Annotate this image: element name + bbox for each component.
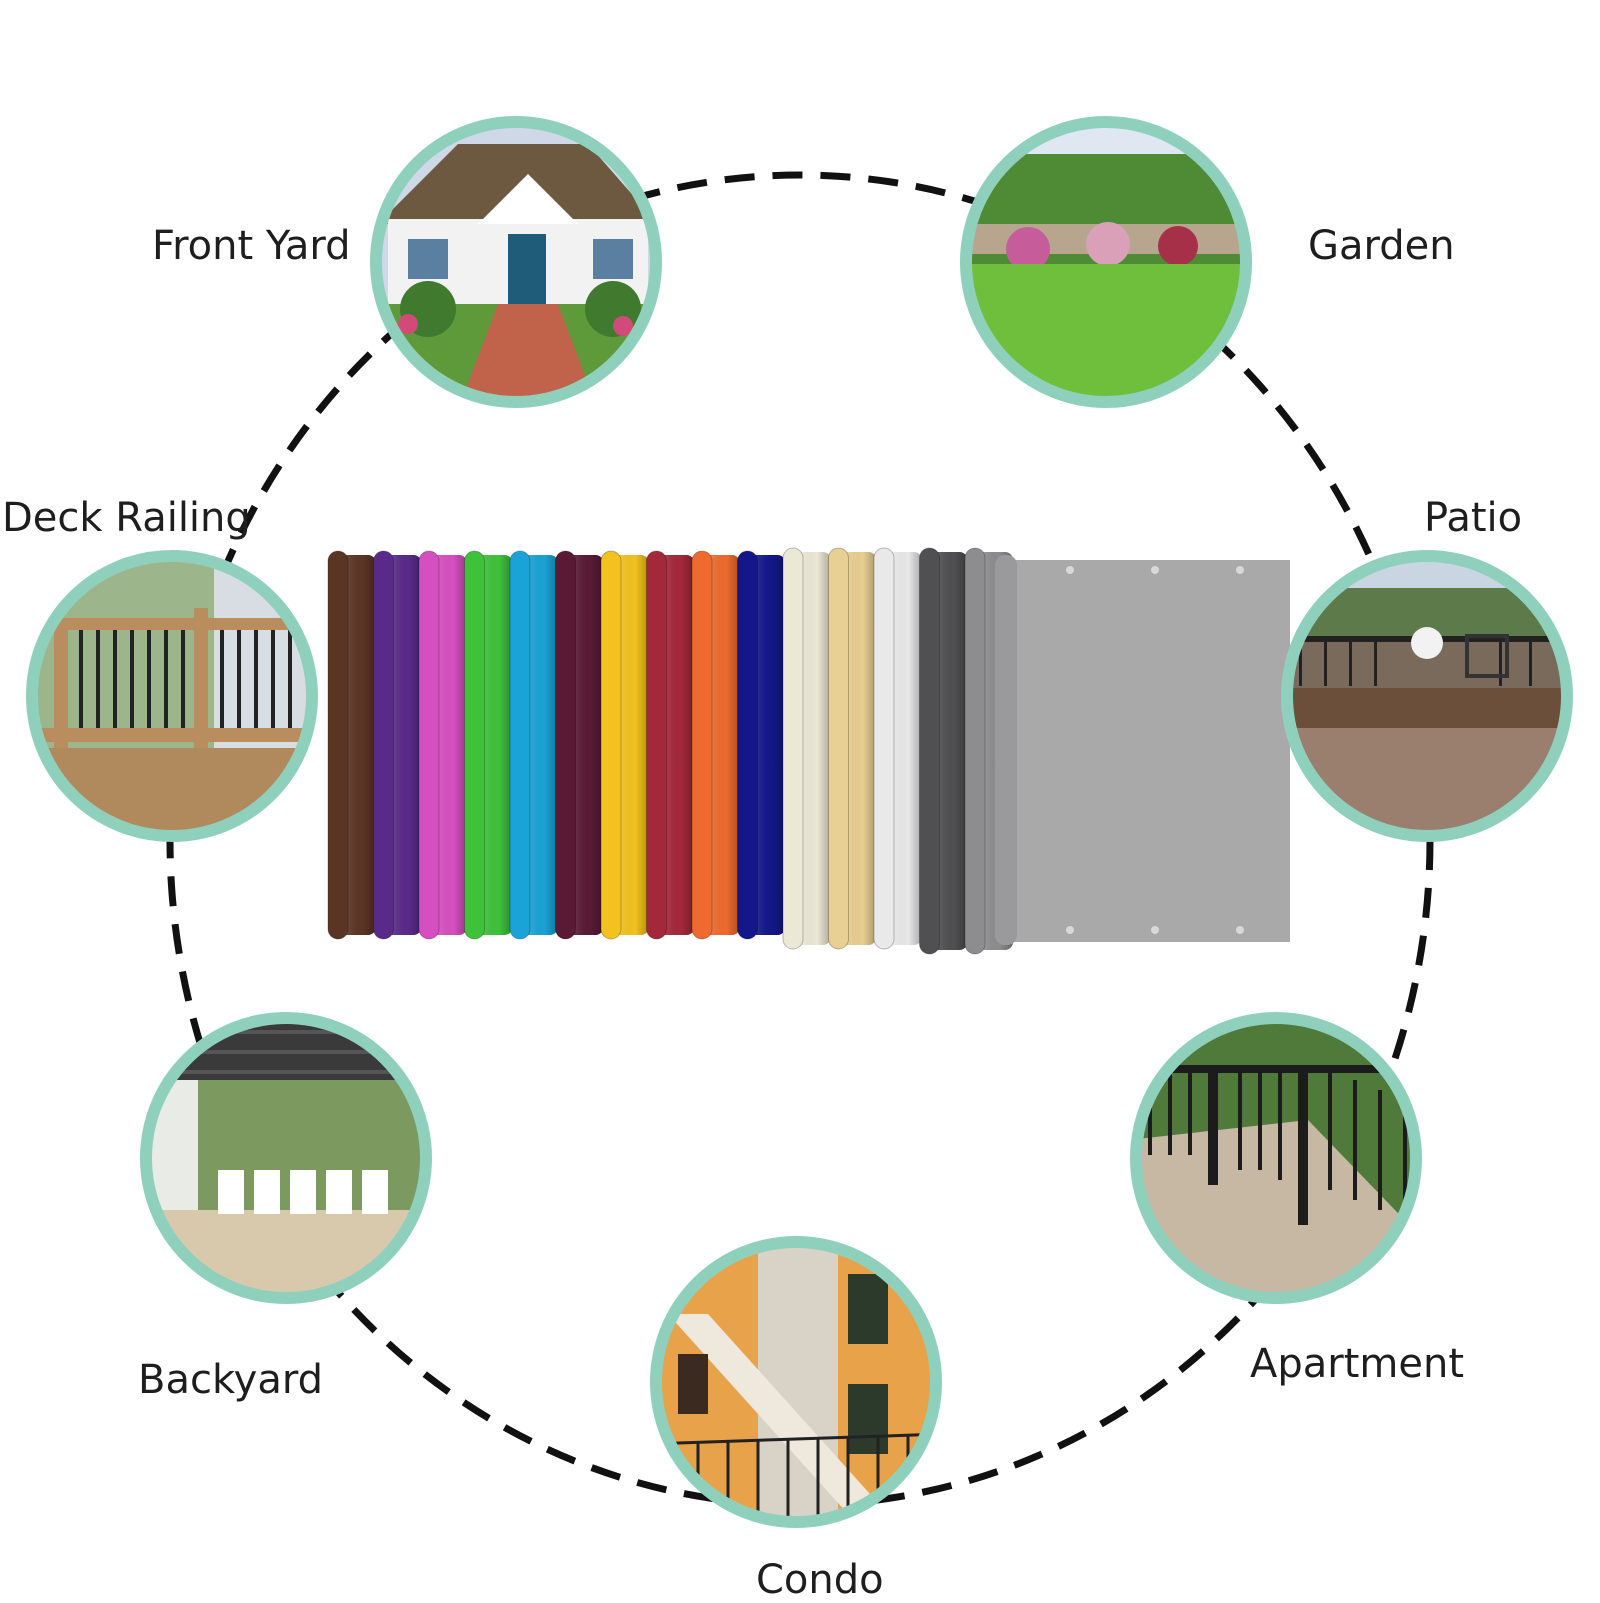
label-front-yard: Front Yard	[152, 223, 351, 269]
fabric-swatch	[600, 550, 649, 940]
fabric-swatch	[509, 550, 558, 940]
fabric-swatch	[828, 547, 877, 950]
label-condo: Condo	[756, 1557, 884, 1603]
fabric-swatch	[873, 547, 922, 950]
backyard-photo	[140, 1012, 432, 1304]
garden-photo	[960, 116, 1252, 408]
fabric-swatch	[646, 550, 695, 940]
main-panel	[995, 555, 1290, 945]
fabric-swatch	[373, 550, 422, 940]
fabric-swatch	[555, 550, 604, 940]
fabric-swatch	[919, 547, 968, 955]
patio-photo	[1281, 550, 1573, 842]
label-garden: Garden	[1308, 223, 1455, 269]
front-yard-photo	[370, 116, 662, 408]
label-apartment: Apartment	[1250, 1341, 1465, 1387]
label-backyard: Backyard	[138, 1357, 323, 1403]
fabric-swatch	[464, 550, 513, 940]
fabric-swatch	[782, 547, 831, 950]
label-patio: Patio	[1424, 495, 1523, 541]
fabric-swatch	[327, 550, 376, 940]
fabric-swatch	[691, 550, 740, 940]
fabric-swatch	[418, 550, 467, 940]
fabric-swatch	[737, 550, 786, 940]
label-deck-railing: Deck Railing	[2, 495, 251, 541]
condo-photo	[650, 1236, 942, 1528]
deck-railing-photo	[26, 550, 318, 842]
apartment-photo	[1130, 1012, 1422, 1304]
